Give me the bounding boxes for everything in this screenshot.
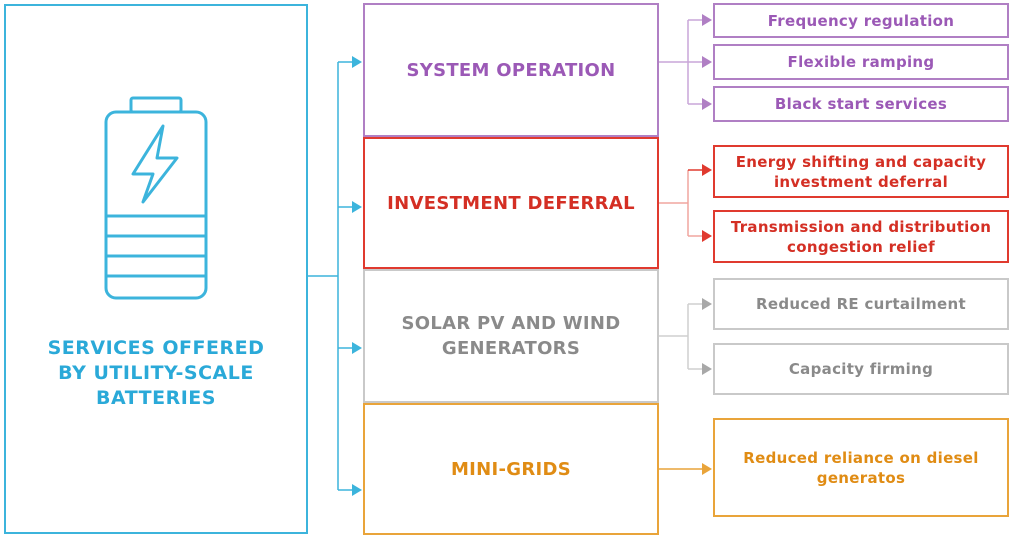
main-title: SERVICES OFFERED BY UTILITY-SCALE BATTER… xyxy=(47,337,265,409)
service-transmission-distribution: Transmission and distribution congestion… xyxy=(713,210,1009,263)
category-solar-pv-wind: SOLAR PV AND WIND GENERATORS xyxy=(363,269,659,403)
service-energy-shifting: Energy shifting and capacity investment … xyxy=(713,145,1009,198)
arrow-icon xyxy=(352,484,362,496)
service-reduced-diesel-reliance: Reduced reliance on diesel generatos xyxy=(713,418,1009,517)
arrow-icon xyxy=(702,164,712,176)
arrow-icon xyxy=(702,98,712,110)
service-frequency-regulation: Frequency regulation xyxy=(713,3,1009,38)
arrow-icon xyxy=(702,298,712,310)
arrow-icon xyxy=(702,363,712,375)
service-black-start: Black start services xyxy=(713,86,1009,122)
arrow-icon xyxy=(702,230,712,242)
category-investment-deferral: INVESTMENT DEFERRAL xyxy=(363,137,659,269)
service-reduced-re-curtailment: Reduced RE curtailment xyxy=(713,278,1009,330)
service-flexible-ramping: Flexible ramping xyxy=(713,44,1009,80)
category-mini-grids: MINI-GRIDS xyxy=(363,403,659,535)
battery-charging-icon xyxy=(103,96,209,306)
category-system-operation: SYSTEM OPERATION xyxy=(363,3,659,137)
arrow-icon xyxy=(352,201,362,213)
arrow-icon xyxy=(702,56,712,68)
arrow-icon xyxy=(352,56,362,68)
arrow-icon xyxy=(702,14,712,26)
arrow-icon xyxy=(702,463,712,475)
service-capacity-firming: Capacity firming xyxy=(713,343,1009,395)
arrow-icon xyxy=(352,342,362,354)
main-services-box: SERVICES OFFERED BY UTILITY-SCALE BATTER… xyxy=(4,4,308,534)
